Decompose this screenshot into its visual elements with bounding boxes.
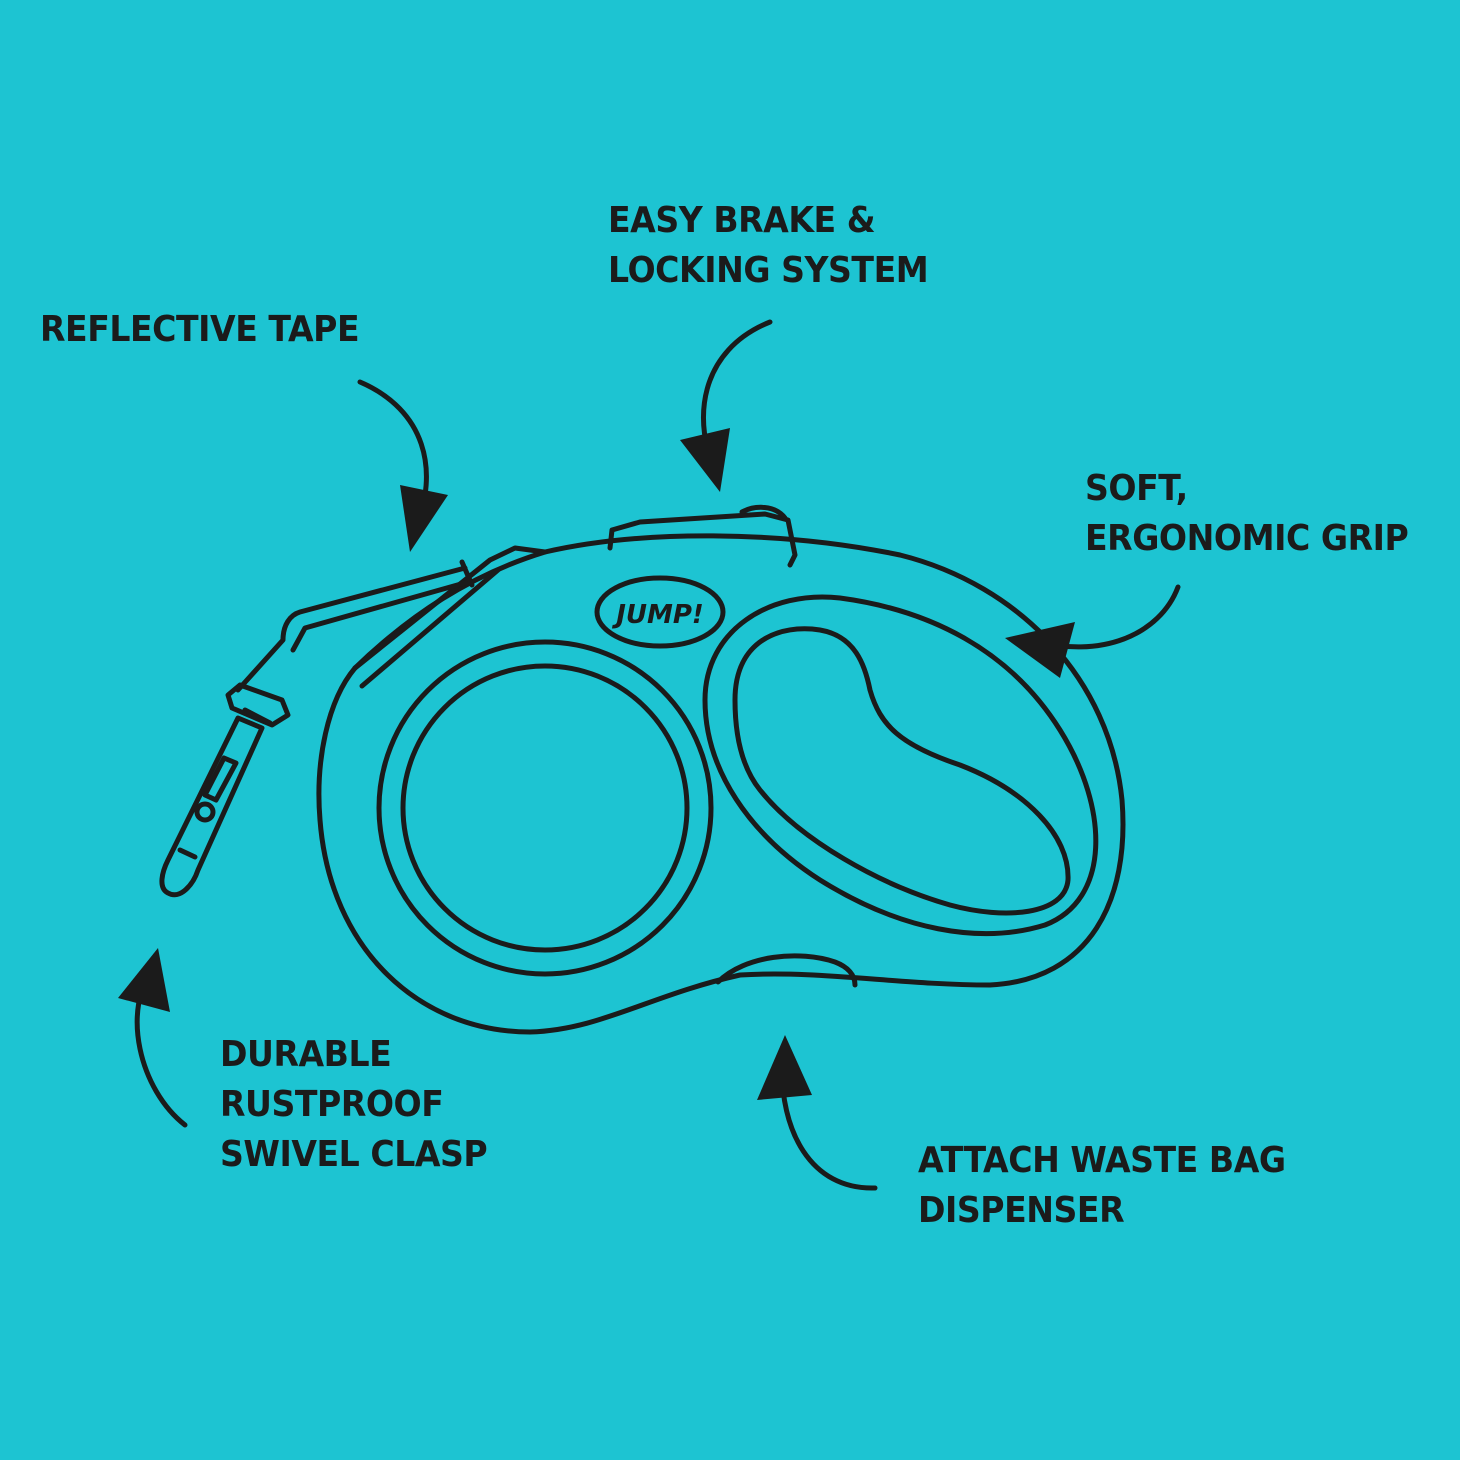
callout-ergonomic-grip: SOFT, ERGONOMIC GRIP [1085,464,1409,564]
spool-inner-ring [400,663,690,953]
arrowhead-grip [1005,622,1075,678]
grip-inner [732,626,1071,916]
swivel-clasp [159,715,265,898]
grip-outer [702,594,1099,936]
callout-brake-locking: EASY BRAKE & LOCKING SYSTEM [608,196,929,296]
spool-outer-ring [376,639,714,977]
waste-bag-mount [715,953,858,988]
leash-tape-and-clasp [159,559,475,898]
swivel-block [225,682,291,728]
callout-line: REFLECTIVE TAPE [40,309,360,350]
leash-tape [235,565,468,693]
brake-button [607,511,798,568]
callout-line: EASY BRAKE & [608,200,876,241]
arrowhead-clasp [118,948,170,1012]
callout-reflective-tape: REFLECTIVE TAPE [40,305,360,355]
retractable-leash-drawing [316,504,1126,1035]
callout-line: DISPENSER [918,1190,1125,1231]
callout-line: DURABLE [220,1034,392,1075]
callout-line: LOCKING SYSTEM [608,250,929,291]
arrow-heads [118,428,1075,1100]
callout-line: SOFT, [1085,468,1188,509]
jump-logo: JUMP! [611,600,704,630]
arrowhead-brake [680,428,730,492]
callout-waste-bag: ATTACH WASTE BAG DISPENSER [918,1136,1286,1236]
arrowhead-reflective [400,485,448,552]
housing-outline [316,533,1126,1035]
reflective-strip [352,545,548,671]
callout-line: ATTACH WASTE BAG [918,1140,1286,1181]
callout-swivel-clasp: DURABLE RUSTPROOF SWIVEL CLASP [220,1030,488,1180]
arrowhead-waste [757,1035,812,1100]
logo-oval [594,575,726,649]
callout-line: SWIVEL CLASP [220,1134,488,1175]
callout-line: RUSTPROOF [220,1084,444,1125]
callout-line: ERGONOMIC GRIP [1085,518,1409,559]
